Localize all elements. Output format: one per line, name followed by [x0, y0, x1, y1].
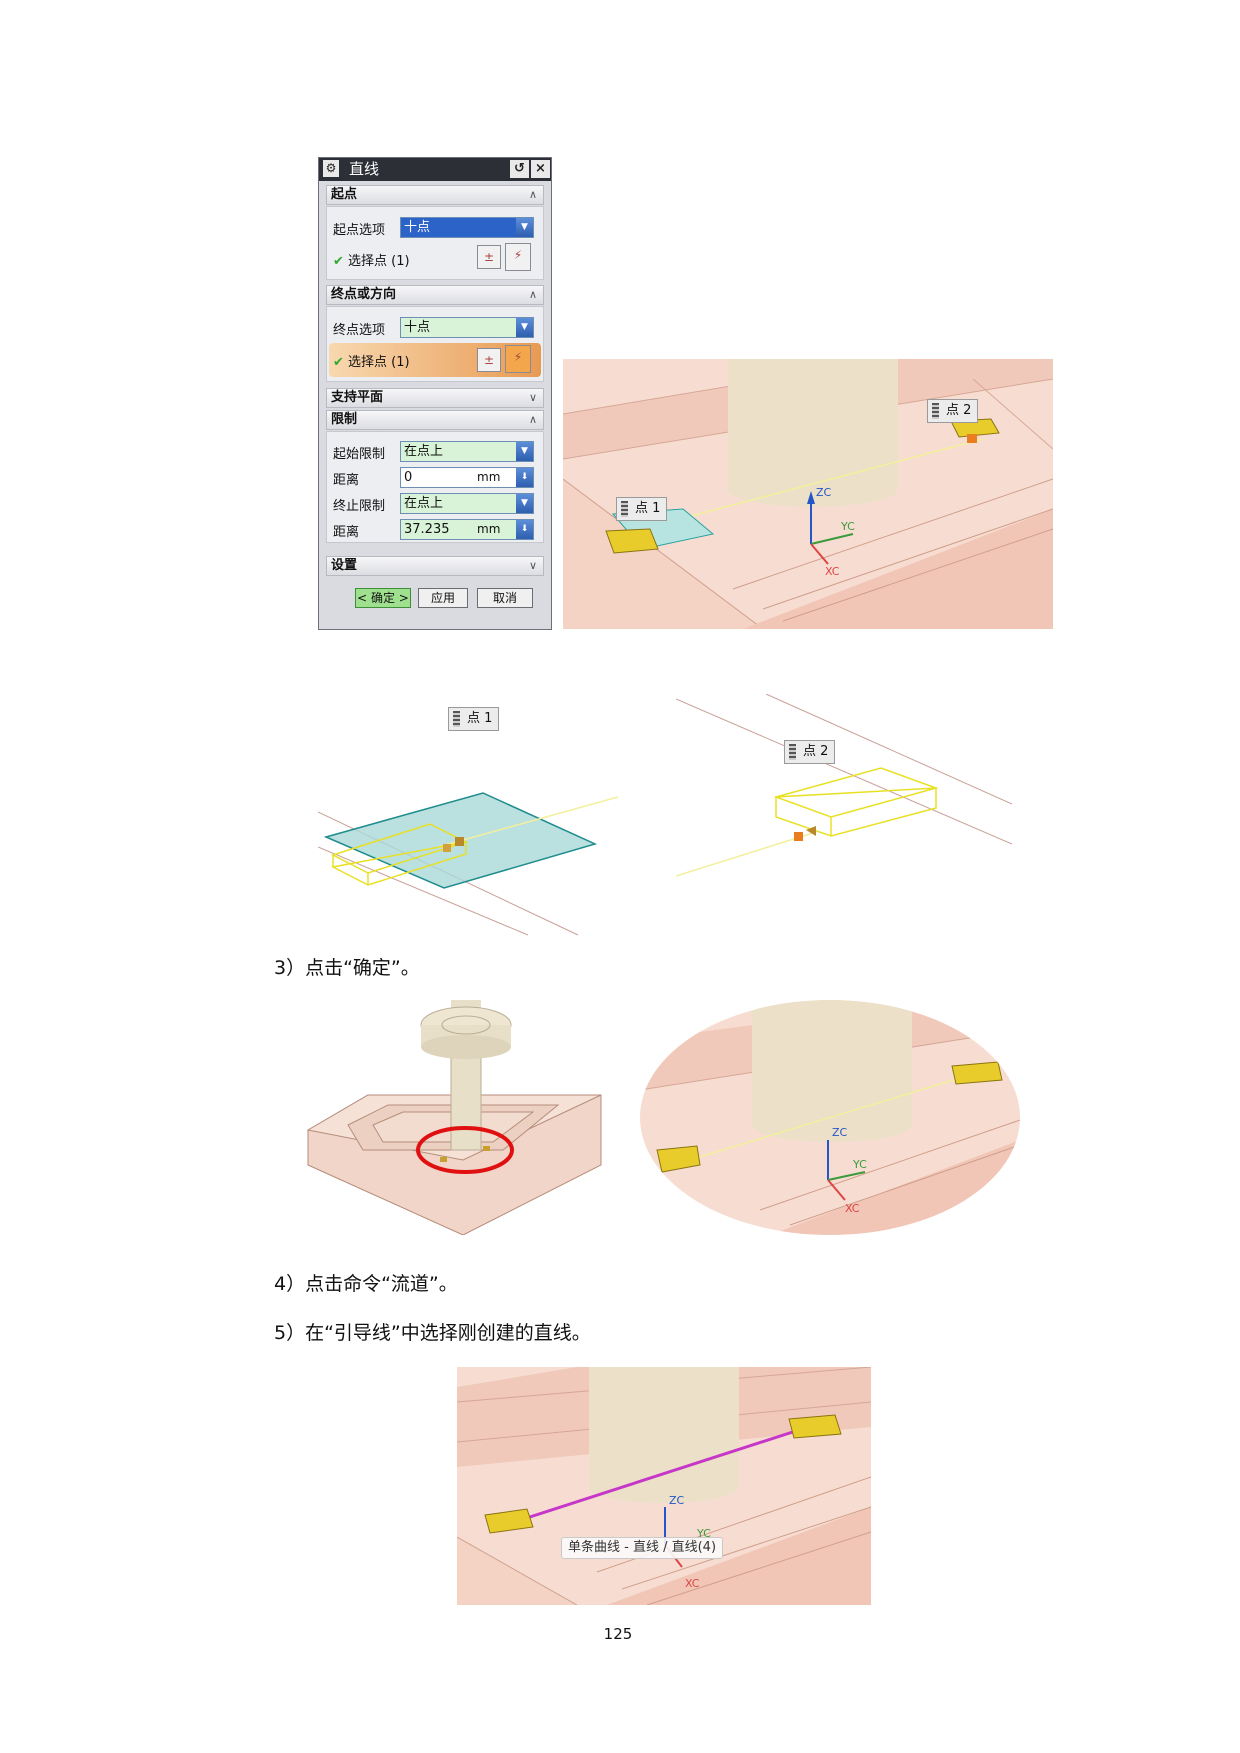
start-select-point[interactable]: ✔ 选择点 (1) [333, 250, 410, 269]
ok-button[interactable]: < 确定 > [355, 588, 411, 608]
end-point-body: 终点选项 十点 ▼ ✔ 选择点 (1) ± ⚡ [326, 306, 544, 382]
expand-icon[interactable]: ∨ [528, 391, 537, 404]
axis-z-label: ZC [832, 1126, 848, 1139]
selection-tooltip: 单条曲线 - 直线 / 直线(4) [561, 1537, 724, 1559]
step-5-text: 5）在“引导线”中选择刚创建的直线。 [274, 1322, 591, 1344]
viewport-point1-closeup: 点 1 [317, 707, 619, 937]
axis-y-label: YC [840, 520, 855, 533]
chevron-down-icon[interactable]: ▼ [516, 318, 533, 337]
viewport-mold-scene [306, 1000, 602, 1236]
end-select-point[interactable]: ✔ 选择点 (1) [333, 351, 410, 370]
section-limits[interactable]: 限制 ∧ [326, 410, 544, 430]
section-settings-label: 设置 [331, 558, 358, 573]
axis-y-label: YC [852, 1158, 867, 1171]
distance-value-1: 0 [404, 470, 413, 485]
point-1-label: 点 1 [448, 707, 500, 731]
distance-input-1[interactable]: 0 mm ⬇ [400, 467, 534, 488]
end-limit-select[interactable]: 在点上 ▼ [400, 493, 534, 514]
step-4-text: 4）点击命令“流道”。 [274, 1273, 458, 1295]
expand-icon[interactable]: ∨ [528, 559, 537, 572]
viewport-line-preview: ZC YC XC 点 1 点 2 [563, 359, 1053, 629]
section-limits-label: 限制 [331, 412, 358, 427]
viewport-guide-scene: ZC YC XC [457, 1367, 871, 1605]
chevron-down-icon[interactable]: ▼ [516, 442, 533, 461]
cancel-button[interactable]: 取消 [477, 588, 533, 608]
viewport-point2-closeup: 点 2 [675, 693, 1013, 894]
page-number: 125 [603, 1625, 633, 1643]
start-option-select[interactable]: 十点 ▼ [400, 217, 534, 238]
axis-y-label: YC [696, 1527, 711, 1540]
gear-icon[interactable]: ⚙ [323, 160, 339, 177]
point-dialog-icon[interactable]: ± [477, 245, 501, 269]
collapse-icon[interactable]: ∧ [528, 288, 537, 301]
end-limit-value: 在点上 [404, 496, 444, 511]
axis-x-label: XC [825, 565, 840, 578]
reset-icon[interactable]: ↺ [510, 160, 529, 178]
section-start-label: 起点 [331, 187, 358, 202]
axis-x-label: XC [845, 1202, 860, 1215]
section-end-point[interactable]: 终点或方向 ∧ [326, 285, 544, 305]
point-wand-icon[interactable]: ⚡ [505, 243, 531, 271]
section-support-plane-label: 支持平面 [331, 390, 384, 405]
checkmark-icon: ✔ [333, 355, 344, 370]
chevron-down-icon[interactable]: ▼ [516, 494, 533, 513]
distance-label-2: 距离 [333, 525, 360, 540]
viewport-point1-scene [317, 792, 619, 936]
start-point-body: 起点选项 十点 ▼ ✔ 选择点 (1) ± ⚡ [326, 206, 544, 280]
unit-1: mm [477, 470, 501, 484]
distance-input-2[interactable]: 37.235 mm ⬇ [400, 519, 534, 540]
viewport-zoomed-scene: ZC YC XC [640, 1000, 1020, 1235]
start-limit-value: 在点上 [404, 444, 444, 459]
section-end-label: 终点或方向 [331, 287, 397, 302]
axis-z-label: ZC [669, 1494, 685, 1507]
end-option-label: 终点选项 [333, 323, 386, 338]
viewport-mold-overview [303, 1000, 631, 1236]
end-limit-label: 终止限制 [333, 499, 386, 514]
section-support-plane[interactable]: 支持平面 ∨ [326, 388, 544, 408]
apply-button[interactable]: 应用 [418, 588, 468, 608]
collapse-icon[interactable]: ∧ [528, 413, 537, 426]
viewport-point2-scene [675, 693, 1013, 877]
axis-x-label: XC [685, 1577, 700, 1590]
checkmark-icon: ✔ [333, 254, 344, 269]
viewport-guide-line: ZC YC XC 单条曲线 - 直线 / 直线(4) [457, 1367, 871, 1605]
point-wand-icon[interactable]: ⚡ [505, 345, 531, 373]
start-limit-select[interactable]: 在点上 ▼ [400, 441, 534, 462]
start-select-point-label: 选择点 (1) [348, 254, 410, 269]
end-option-value: 十点 [404, 320, 431, 335]
collapse-icon[interactable]: ∧ [528, 188, 537, 201]
limits-body: 起始限制 在点上 ▼ 距离 0 mm ⬇ 终止限制 在点上 ▼ 距离 37.23… [326, 431, 544, 543]
start-option-value: 十点 [404, 220, 431, 235]
start-option-label: 起点选项 [333, 223, 386, 238]
step-3-text: 3）点击“确定”。 [274, 957, 420, 979]
line-dialog: ⚙ 直线 ↺ × 起点 ∧ 起点选项 十点 ▼ ✔ 选择点 (1) ± ⚡ 终点… [318, 157, 552, 630]
end-select-point-label: 选择点 (1) [348, 355, 410, 370]
end-option-select[interactable]: 十点 ▼ [400, 317, 534, 338]
point-1-label: 点 1 [616, 497, 668, 521]
chevron-down-icon[interactable]: ▼ [516, 218, 533, 237]
point-dialog-icon[interactable]: ± [477, 348, 501, 372]
arrow-down-icon[interactable]: ⬇ [516, 520, 533, 539]
point-2-label: 点 2 [927, 399, 979, 423]
dialog-title: 直线 [349, 160, 380, 178]
close-icon[interactable]: × [531, 160, 550, 178]
distance-value-2: 37.235 [404, 522, 450, 537]
dialog-titlebar: ⚙ 直线 ↺ × [319, 158, 551, 181]
start-limit-label: 起始限制 [333, 447, 386, 462]
section-start-point[interactable]: 起点 ∧ [326, 185, 544, 205]
arrow-down-icon[interactable]: ⬇ [516, 468, 533, 487]
section-settings[interactable]: 设置 ∨ [326, 556, 544, 576]
viewport-line-preview-scene: ZC YC XC [563, 359, 1053, 629]
point-2-label: 点 2 [784, 740, 836, 764]
viewport-zoomed-oval: ZC YC XC [640, 1000, 1020, 1235]
unit-2: mm [477, 522, 501, 536]
distance-label-1: 距离 [333, 473, 360, 488]
axis-z-label: ZC [816, 486, 832, 499]
